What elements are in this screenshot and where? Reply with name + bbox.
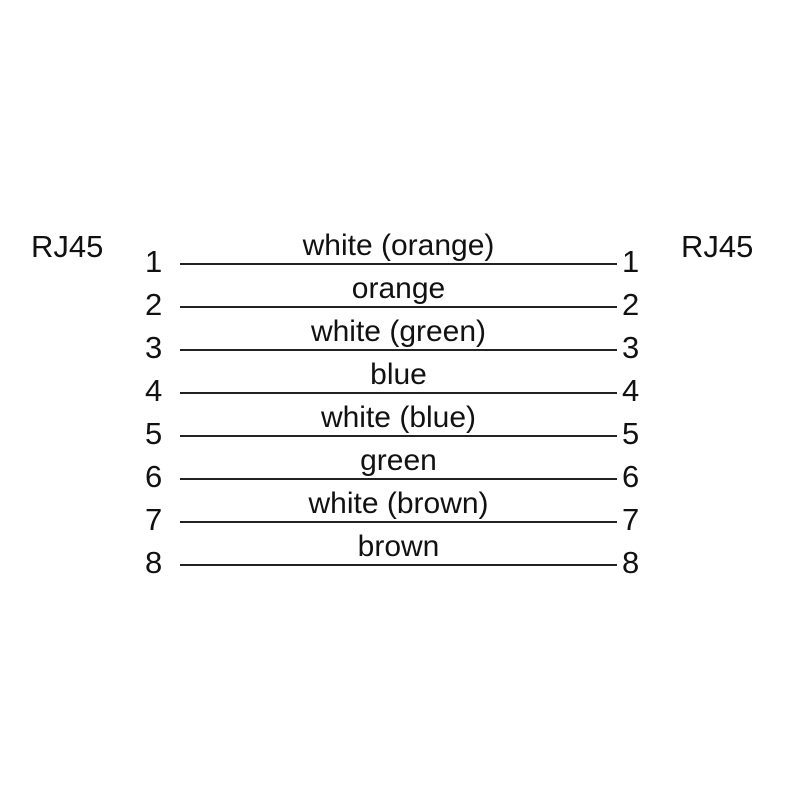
wire-line — [180, 392, 617, 394]
wire-line — [180, 435, 617, 437]
wire-color-label: white (brown) — [308, 487, 489, 520]
pin-number-left: 4 — [145, 373, 163, 408]
wire-line — [180, 478, 617, 480]
wire-color-label: blue — [370, 358, 427, 391]
wire-row: 4 blue 4 — [145, 360, 655, 418]
pin-number-left: 2 — [145, 287, 163, 322]
wire-line — [180, 263, 617, 265]
wire-row: 3 white (green) 3 — [145, 317, 655, 375]
wire-color-label: white (orange) — [302, 229, 495, 262]
pin-number-right: 4 — [622, 373, 640, 408]
pin-number-right: 1 — [622, 244, 640, 279]
wire-line — [180, 306, 617, 308]
wire-row: 8 brown 8 — [145, 532, 655, 590]
wire-color-label: green — [360, 444, 437, 477]
wire-color-label: white (blue) — [320, 401, 477, 434]
pin-number-left: 5 — [145, 416, 163, 451]
wire-line — [180, 521, 617, 523]
wire-row: 7 white (brown) 7 — [145, 489, 655, 547]
wire-row: 6 green 6 — [145, 446, 655, 504]
wire-color-label: brown — [357, 530, 440, 563]
pin-number-right: 8 — [622, 545, 640, 580]
pin-number-left: 8 — [145, 545, 163, 580]
wire-line — [180, 564, 617, 566]
pin-number-right: 2 — [622, 287, 640, 322]
wire-row: 5 white (blue) 5 — [145, 403, 655, 461]
pin-number-right: 3 — [622, 330, 640, 365]
wire-color-label: orange — [351, 272, 446, 305]
pin-number-left: 1 — [145, 244, 163, 279]
pin-number-right: 5 — [622, 416, 640, 451]
wire-line — [180, 349, 617, 351]
wire-color-label: white (green) — [310, 315, 487, 348]
connector-label-left: RJ45 — [31, 229, 104, 264]
pin-number-left: 3 — [145, 330, 163, 365]
pin-number-right: 6 — [622, 459, 640, 494]
pin-number-left: 7 — [145, 502, 163, 537]
wire-row: 1 white (orange) 1 — [145, 231, 655, 289]
connector-label-right: RJ45 — [681, 229, 754, 264]
pin-number-right: 7 — [622, 502, 640, 537]
pin-number-left: 6 — [145, 459, 163, 494]
wire-row: 2 orange 2 — [145, 274, 655, 332]
